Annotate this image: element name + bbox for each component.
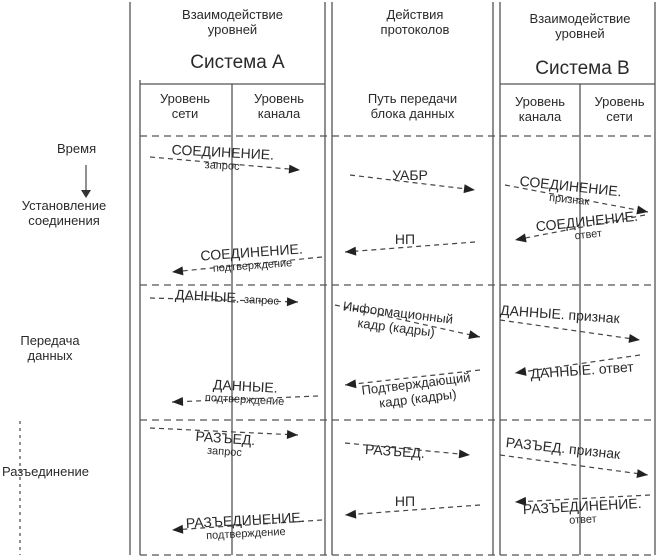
arrow-info-frame-head bbox=[468, 330, 480, 340]
arrow-info-frame bbox=[334, 304, 481, 340]
arrow-a-disc-req-line bbox=[149, 427, 299, 436]
arrow-b-data-ind-line bbox=[499, 319, 641, 341]
msg-uabr: УАБР bbox=[392, 167, 428, 183]
arrow-np-1-head bbox=[345, 246, 357, 256]
arrow-b-disc-ind bbox=[499, 454, 649, 478]
arrow-ack-frame-head bbox=[345, 379, 357, 389]
arrow-a-conn-req-line bbox=[149, 156, 301, 171]
arrow-b-disc-resp bbox=[514, 494, 651, 506]
col-a-link: Уровень канала bbox=[253, 91, 305, 121]
arrow-uabr-line bbox=[349, 174, 476, 191]
time-arrow-head bbox=[81, 190, 91, 198]
arrow-np-1-line bbox=[344, 241, 476, 253]
header-interaction-left: Взаимодействие уровней bbox=[182, 7, 283, 37]
arrow-a-data-req bbox=[149, 297, 299, 307]
arrow-b-conn-ind bbox=[504, 184, 649, 215]
arrow-uabr bbox=[349, 174, 476, 194]
arrow-b-disc-resp-head bbox=[515, 496, 527, 506]
header-protocol-actions: Действия протоколов bbox=[380, 7, 450, 37]
arrow-a-conn-conf-line bbox=[171, 256, 323, 273]
arrow-b-disc-ind-head bbox=[636, 469, 648, 478]
arrow-np-2-line bbox=[344, 504, 481, 516]
arrow-a-disc-conf-line bbox=[171, 519, 323, 531]
arrow-info-frame-line bbox=[334, 304, 481, 338]
system-b-title: Система В bbox=[535, 58, 630, 79]
arrow-uabr-head bbox=[463, 184, 475, 194]
arrow-a-data-conf bbox=[171, 395, 319, 407]
arrow-a-conn-req-head bbox=[288, 164, 300, 174]
arrow-np-2-head bbox=[345, 509, 357, 519]
arrow-a-disc-req bbox=[149, 427, 299, 439]
arrow-disc-head bbox=[458, 449, 470, 459]
arrow-a-data-conf-line bbox=[171, 395, 319, 403]
arrow-a-data-conf-head bbox=[172, 397, 184, 407]
arrow-a-disc-req-head bbox=[286, 429, 298, 439]
header-interaction-right: Взаимодействие уровней bbox=[529, 11, 631, 41]
arrow-a-conn-req bbox=[149, 156, 301, 174]
col-a-network: Уровень сети bbox=[159, 91, 211, 121]
arrow-b-data-resp-head bbox=[515, 366, 527, 376]
time-label: Время bbox=[57, 141, 97, 156]
col-b-link: Уровень канала bbox=[514, 94, 566, 124]
arrow-b-conn-resp-head bbox=[515, 233, 527, 243]
frame-lines bbox=[19, 2, 656, 556]
arrow-a-data-req-line bbox=[149, 297, 299, 303]
arrow-ack-frame bbox=[344, 369, 481, 389]
arrow-a-conn-conf bbox=[171, 256, 323, 276]
arrow-b-data-resp bbox=[514, 354, 641, 376]
arrow-b-conn-ind-head bbox=[636, 205, 648, 215]
arrow-a-disc-conf bbox=[171, 519, 323, 534]
arrow-b-disc-ind-line bbox=[499, 454, 649, 476]
arrow-b-conn-resp-line bbox=[514, 214, 646, 241]
arrow-b-conn-ind-line bbox=[504, 184, 649, 213]
arrow-b-conn-resp bbox=[514, 214, 646, 243]
msg-np-1: НП bbox=[394, 231, 416, 247]
arrow-a-data-req-head bbox=[286, 297, 298, 307]
msg-np-2: НП bbox=[394, 493, 416, 509]
arrow-a-disc-conf-head bbox=[172, 524, 184, 534]
arrow-b-data-ind bbox=[499, 319, 641, 343]
arrow-disc-line bbox=[344, 442, 471, 456]
phase-data-transfer: Передача данных bbox=[20, 333, 80, 363]
arrow-a-conn-conf-head bbox=[172, 266, 184, 276]
arrow-b-data-resp-line bbox=[514, 354, 641, 374]
arrow-np-1 bbox=[344, 241, 476, 256]
system-a-title: Система А bbox=[190, 52, 285, 73]
phase-connection-setup: Установление соединения bbox=[21, 198, 107, 228]
arrow-b-disc-resp-line bbox=[514, 494, 651, 503]
arrow-np-2 bbox=[344, 504, 481, 519]
phase-disconnection: Разъединение bbox=[2, 464, 89, 479]
col-b-network: Уровень сети bbox=[594, 94, 645, 124]
arrow-b-data-ind-head bbox=[628, 333, 640, 343]
arrow-ack-frame-line bbox=[344, 369, 481, 386]
message-arrows bbox=[149, 156, 651, 534]
col-path: Путь передачи блока данных bbox=[367, 91, 458, 121]
arrow-disc bbox=[344, 442, 471, 459]
